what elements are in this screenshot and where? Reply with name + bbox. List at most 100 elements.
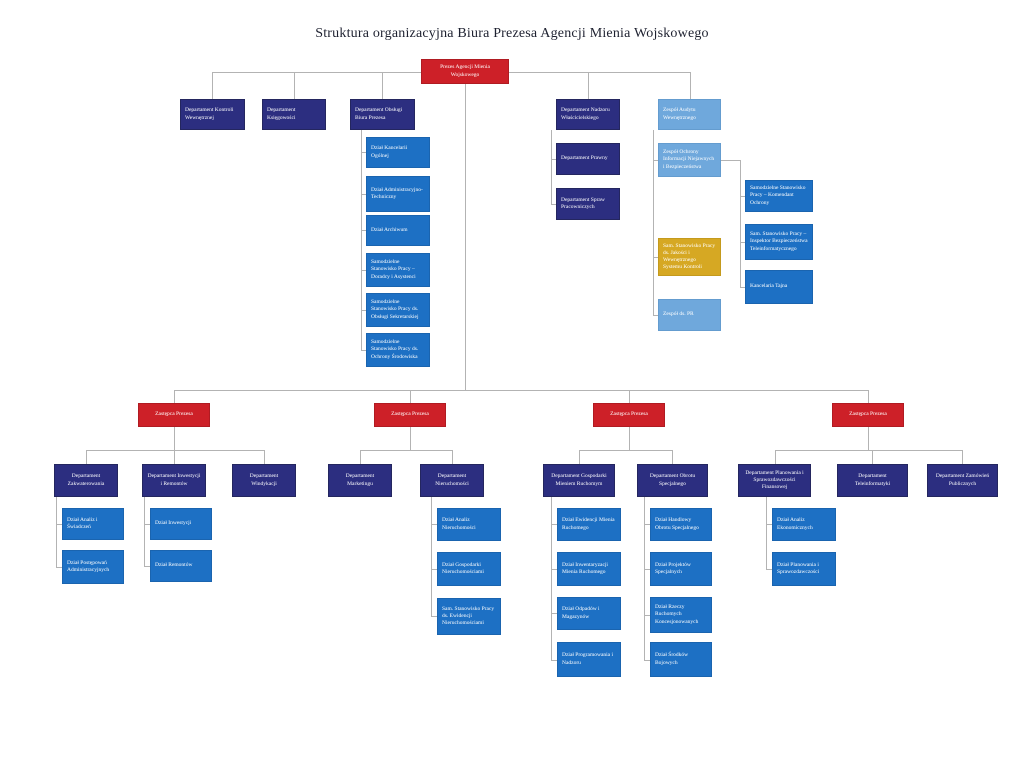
node-ssp-sekretarska: Samodzielne Stanowisko Pracy ds. Obsługi… <box>366 293 430 327</box>
connector <box>465 84 466 390</box>
node-dzial-srodkow: Dział Środków Bojowych <box>650 642 712 677</box>
connector <box>174 390 175 403</box>
connector <box>644 660 650 661</box>
connector <box>962 450 963 464</box>
node-prezes: Prezes Agencji Mienia Wojskowego <box>421 59 509 84</box>
node-dzial-planowania: Dział Planowania i Sprawozdawczości <box>772 552 836 586</box>
node-dzial-archiwum: Dział Archiwum <box>366 215 430 246</box>
node-ssp-jakosci: Sam. Stanowisko Pracy ds. Jakości i Wewn… <box>658 238 721 276</box>
connector <box>86 450 264 451</box>
node-zastepca-2: Zastępca Prezesa <box>374 403 446 427</box>
node-dep-zakwaterowania: Departament Zakwaterowania <box>54 464 118 497</box>
connector <box>775 450 776 464</box>
connector <box>294 72 295 99</box>
connector <box>360 450 361 464</box>
connector <box>360 450 452 451</box>
node-dzial-admin: Dział Administracyjno-Techniczny <box>366 176 430 212</box>
connector <box>56 497 57 567</box>
connector <box>144 566 150 567</box>
node-dep-ksiegowosci: Departament Księgowości <box>262 99 326 130</box>
connector <box>144 524 150 525</box>
connector <box>644 524 650 525</box>
node-dzial-remontow: Dział Remontów <box>150 550 212 582</box>
connector <box>410 427 411 450</box>
connector <box>174 450 175 464</box>
node-dep-gospodarki-mieniem: Departament Gospodarki Mieniem Ruchomym <box>543 464 615 497</box>
connector <box>551 660 557 661</box>
node-dzial-gospodarki-nier: Dział Gospodarki Nieruchomościami <box>437 552 501 586</box>
connector <box>56 524 62 525</box>
node-dep-spraw: Departament Spraw Pracowniczych <box>556 188 620 220</box>
node-zespol-pr: Zespół ds. PR <box>658 299 721 331</box>
connector <box>653 315 658 316</box>
node-dzial-handlowy: Dział Handlowy Obrotu Specjalnego <box>650 508 712 541</box>
connector <box>740 242 745 243</box>
connector <box>431 616 437 617</box>
connector <box>551 159 556 160</box>
node-ssp-inspektor: Sam. Stanowisko Pracy – Inspektor Bezpie… <box>745 224 813 260</box>
node-dep-planowania: Departament Planowania i Sprawozdawczośc… <box>738 464 811 497</box>
node-dep-nieruchomosci: Departament Nieruchomości <box>420 464 484 497</box>
node-dzial-inwentaryzacji: Dział Inwentaryzacji Mienia Ruchomego <box>557 552 621 586</box>
connector <box>551 130 552 204</box>
node-dzial-rzeczy: Dział Rzeczy Ruchomych Koncesjonowanych <box>650 597 712 633</box>
node-ssp-doradcy: Samodzielne Stanowisko Pracy – Doradcy i… <box>366 253 430 287</box>
node-zastepca-1: Zastępca Prezesa <box>138 403 210 427</box>
node-kancelaria-tajna: Kancelaria Tajna <box>745 270 813 304</box>
connector <box>644 497 645 660</box>
connector <box>551 613 557 614</box>
node-zastepca-4: Zastępca Prezesa <box>832 403 904 427</box>
connector <box>740 287 745 288</box>
node-dep-windykacji: Departament Windykacji <box>232 464 296 497</box>
connector <box>361 230 366 231</box>
connector <box>766 524 772 525</box>
connector <box>382 72 383 99</box>
connector <box>740 160 741 287</box>
connector <box>361 194 366 195</box>
node-dzial-projektow: Dział Projektów Specjalnych <box>650 552 712 586</box>
connector <box>872 450 873 464</box>
connector <box>629 390 630 403</box>
connector <box>740 196 745 197</box>
connector <box>361 270 366 271</box>
node-dep-obslugi: Departament Obsługi Biura Prezesa <box>350 99 415 130</box>
node-dep-zamowien: Departament Zamówień Publicznych <box>927 464 998 497</box>
connector <box>410 390 411 403</box>
node-dep-obrotu: Departament Obrotu Specjalnego <box>637 464 708 497</box>
connector <box>629 427 630 450</box>
node-dzial-analiz-nier: Dział Analiz Nieruchomości <box>437 508 501 541</box>
connector <box>579 450 672 451</box>
node-zespol-ochrony: Zespół Ochrony Informacji Niejawnych i B… <box>658 143 721 177</box>
node-dzial-analiz-ekon: Dział Analiz Ekonomicznych <box>772 508 836 541</box>
connector <box>551 497 552 660</box>
connector <box>721 160 740 161</box>
connector <box>264 450 265 464</box>
connector <box>579 450 580 464</box>
connector <box>551 524 557 525</box>
connector <box>690 72 691 99</box>
connector <box>766 569 772 570</box>
node-ssp-srodowisko: Samodzielne Stanowisko Pracy ds. Ochrony… <box>366 333 430 367</box>
connector <box>653 130 654 315</box>
connector <box>588 72 589 99</box>
connector <box>766 497 767 569</box>
connector <box>56 567 62 568</box>
node-dep-nadzoru: Departament Nadzoru Właścicielskiego <box>556 99 620 130</box>
connector <box>653 160 658 161</box>
node-dzial-analiz-swiadczen: Dział Analiz i Świadczeń <box>62 508 124 540</box>
connector <box>144 497 145 566</box>
connector <box>644 569 650 570</box>
connector <box>452 450 453 464</box>
connector <box>212 72 213 99</box>
node-dep-kontroli: Departament Kontroli Wewnętrznej <box>180 99 245 130</box>
connector <box>672 450 673 464</box>
node-ssp-komendant: Samodzielne Stanowisko Pracy – Komendant… <box>745 180 813 212</box>
node-ssp-ewidencji-nier: Sam. Stanowisko Pracy ds. Ewidencji Nier… <box>437 598 501 635</box>
node-dep-teleinformatyki: Departament Teleinformatyki <box>837 464 908 497</box>
connector <box>361 310 366 311</box>
node-zastepca-3: Zastępca Prezesa <box>593 403 665 427</box>
node-dzial-inwestycji: Dział Inwestycji <box>150 508 212 540</box>
node-dzial-odpadow: Dział Odpadów i Magazynów <box>557 597 621 630</box>
connector <box>868 427 869 450</box>
